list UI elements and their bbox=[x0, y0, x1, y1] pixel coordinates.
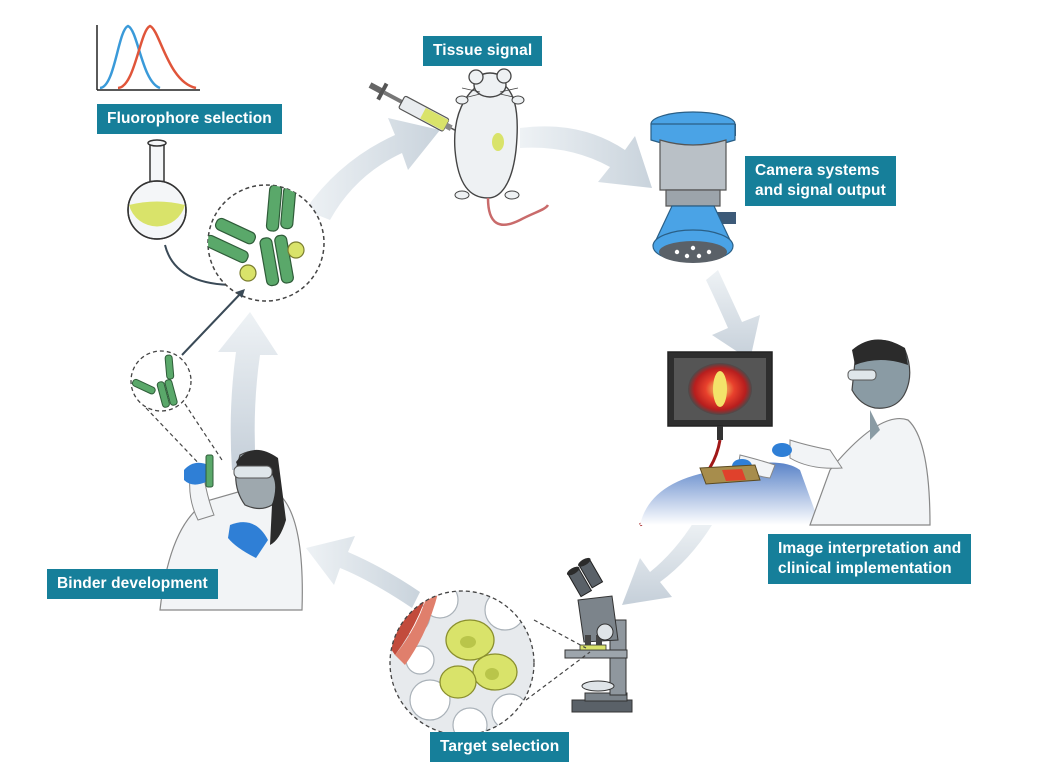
mouse-icon bbox=[454, 68, 550, 226]
cycle-arrow-to-camera bbox=[520, 126, 652, 188]
cycle-arrows bbox=[218, 118, 760, 608]
cycle-arrow-to-binder bbox=[306, 536, 420, 608]
surgeon-icon bbox=[640, 339, 931, 526]
camera-systems-label: Camera systems and signal output bbox=[745, 156, 896, 206]
image-interpretation-text-line1: Image interpretation and bbox=[778, 540, 962, 557]
antibody-icon bbox=[130, 289, 245, 471]
image-interpretation-label: Image interpretation and clinical implem… bbox=[768, 534, 972, 584]
cycle-arrow-to-fluorophore bbox=[218, 312, 278, 470]
target-selection-text: Target selection bbox=[440, 738, 560, 755]
microscope-icon bbox=[525, 557, 633, 713]
cells-icon bbox=[389, 590, 535, 736]
fluorophore-selection-text: Fluorophore selection bbox=[107, 110, 272, 127]
target-selection-label: Target selection bbox=[430, 732, 570, 762]
camera-systems-text-line1: Camera systems bbox=[755, 162, 880, 179]
image-interpretation-text-line2: clinical implementation bbox=[778, 560, 952, 577]
antibody-fluorophore-conjugate-icon bbox=[207, 184, 325, 302]
fluorophore-selection-label: Fluorophore selection bbox=[97, 104, 282, 134]
emission-spectrum-icon bbox=[96, 24, 200, 91]
cycle-arrow-to-target bbox=[622, 520, 712, 605]
monitor-icon bbox=[639, 351, 773, 527]
binder-development-text: Binder development bbox=[57, 575, 208, 592]
tissue-signal-label: Tissue signal bbox=[423, 36, 543, 66]
flask-icon bbox=[127, 139, 245, 291]
camera-systems-text-line2: and signal output bbox=[755, 182, 886, 199]
cycle-arrow-to-tissue bbox=[305, 118, 440, 220]
tissue-signal-text: Tissue signal bbox=[433, 42, 533, 59]
binder-development-label: Binder development bbox=[47, 569, 218, 599]
syringe-icon bbox=[368, 82, 477, 142]
camera-icon bbox=[650, 111, 736, 263]
cycle-arrow-to-image bbox=[706, 270, 760, 360]
